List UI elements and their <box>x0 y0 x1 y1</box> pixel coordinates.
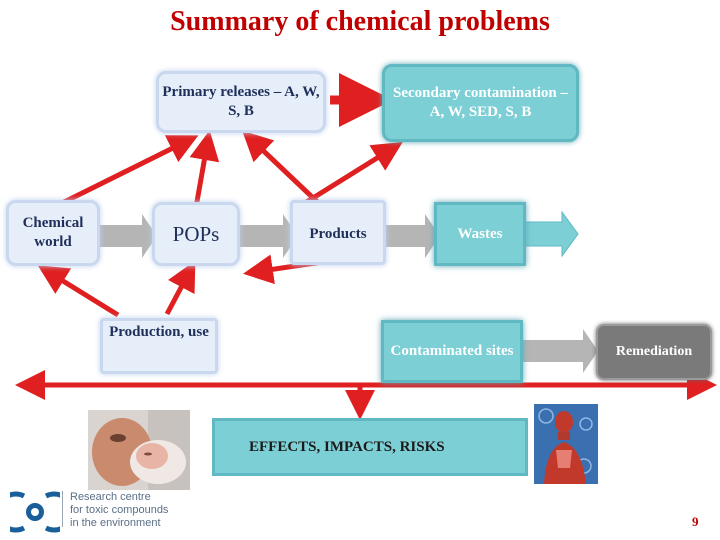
node-primary-releases-label: Primary releases – A, W, S, B <box>162 84 320 119</box>
logo-line-1: Research centre <box>70 491 151 503</box>
node-contaminated-sites: Contaminated sites <box>381 320 523 383</box>
block-arrow-chemical-pops <box>100 214 157 258</box>
node-wastes: Wastes <box>434 202 526 266</box>
arrow-chemical-production <box>37 265 120 318</box>
arrow-pops-production <box>164 260 196 316</box>
logo-text: Research centre for toxic compounds in t… <box>70 491 168 531</box>
node-contaminated-sites-label: Contaminated sites <box>390 343 514 360</box>
block-arrow-pops-products <box>240 214 298 258</box>
photo-mother-baby <box>88 410 190 490</box>
block-arrow-products-wastes <box>385 214 440 258</box>
node-wastes-label: Wastes <box>457 225 503 242</box>
block-arrow-contaminated-remediation <box>522 329 598 373</box>
node-production-use-label: Production, use <box>109 324 209 340</box>
node-chemical-world: Chemical world <box>6 200 100 266</box>
logo-line-2: for toxic compounds <box>70 504 169 517</box>
node-secondary-contamination-label: Secondary contamination – A, W, SED, S, … <box>392 85 568 120</box>
node-pops: POPs <box>152 202 240 266</box>
node-remediation: Remediation <box>596 324 712 380</box>
node-products: Products <box>290 200 386 265</box>
node-chemical-world-label: Chemical world <box>22 215 84 250</box>
block-arrow-wastes-out <box>521 210 579 258</box>
page-number: 9 <box>692 514 699 529</box>
node-effects-label: EFFECTS, IMPACTS, RISKS <box>249 438 445 455</box>
node-remediation-label: Remediation <box>615 344 693 360</box>
logo-line-3: in the environment <box>70 517 161 530</box>
arrow-products-secondary <box>295 142 403 211</box>
photo-anatomy-figure <box>534 404 598 484</box>
node-products-label: Products <box>309 226 367 242</box>
node-production-use: Production, use <box>100 318 218 374</box>
node-primary-releases: Primary releases – A, W, S, B <box>156 71 326 133</box>
node-pops-label: POPs <box>172 221 220 246</box>
logo-icon <box>10 491 60 533</box>
arrow-pops-primary <box>189 130 220 214</box>
node-effects-impacts-risks: EFFECTS, IMPACTS, RISKS <box>212 418 528 476</box>
node-secondary-contamination: Secondary contamination – A, W, SED, S, … <box>382 64 579 142</box>
page-title: Summary of chemical problems <box>170 6 550 37</box>
